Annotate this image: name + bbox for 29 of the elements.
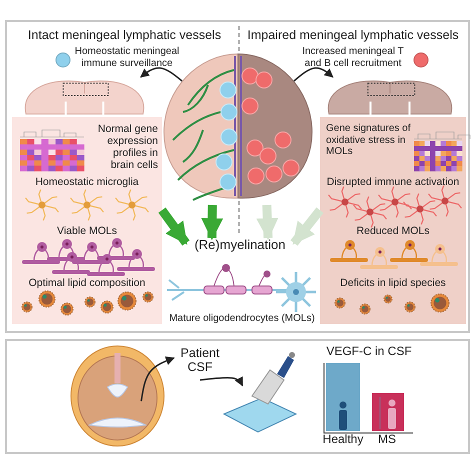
arrow (290, 207, 324, 246)
arrow (158, 208, 190, 246)
axis-label: Healthy (322, 433, 364, 447)
finding-text: Normal gene expression profiles in brain cells (96, 123, 158, 172)
finding-text: Reduced MOLs (356, 225, 430, 238)
panel-title: Impaired meningeal lymphatic vessels (246, 28, 460, 42)
sample-label: Patient CSF (174, 346, 226, 380)
panel (5, 339, 470, 454)
step-label: (Re)myelination (186, 238, 294, 258)
arrow (140, 356, 175, 402)
finding-text: Homeostatic microglia (34, 176, 140, 188)
chart-title: VEGF-C in CSF (325, 345, 413, 359)
finding-text: Viable MOLs (56, 225, 118, 238)
arrow (256, 204, 278, 240)
arrow (294, 67, 334, 82)
finding-text: Gene signatures of oxidative stress in MOLs (326, 123, 412, 158)
cell-label: Mature oligodendrocytes (MOLs) (168, 313, 316, 324)
axis-label: MS (377, 433, 397, 447)
arrow (140, 67, 182, 82)
arrow (200, 376, 244, 386)
panel-title: Intact meningeal lymphatic vessels (26, 28, 222, 42)
finding-text: Disrupted immune activation (326, 176, 460, 188)
brain-section-drawing (70, 345, 165, 447)
finding-text: Optimal lipid composition (28, 277, 146, 290)
legend-text: Homeostatic meningeal immune surveillance (74, 46, 180, 69)
legend-text: Increased meningeal T and B cell recruitment (301, 46, 405, 69)
finding-text: Deficits in lipid species (339, 277, 447, 290)
panel (12, 117, 162, 324)
panel (5, 20, 470, 333)
